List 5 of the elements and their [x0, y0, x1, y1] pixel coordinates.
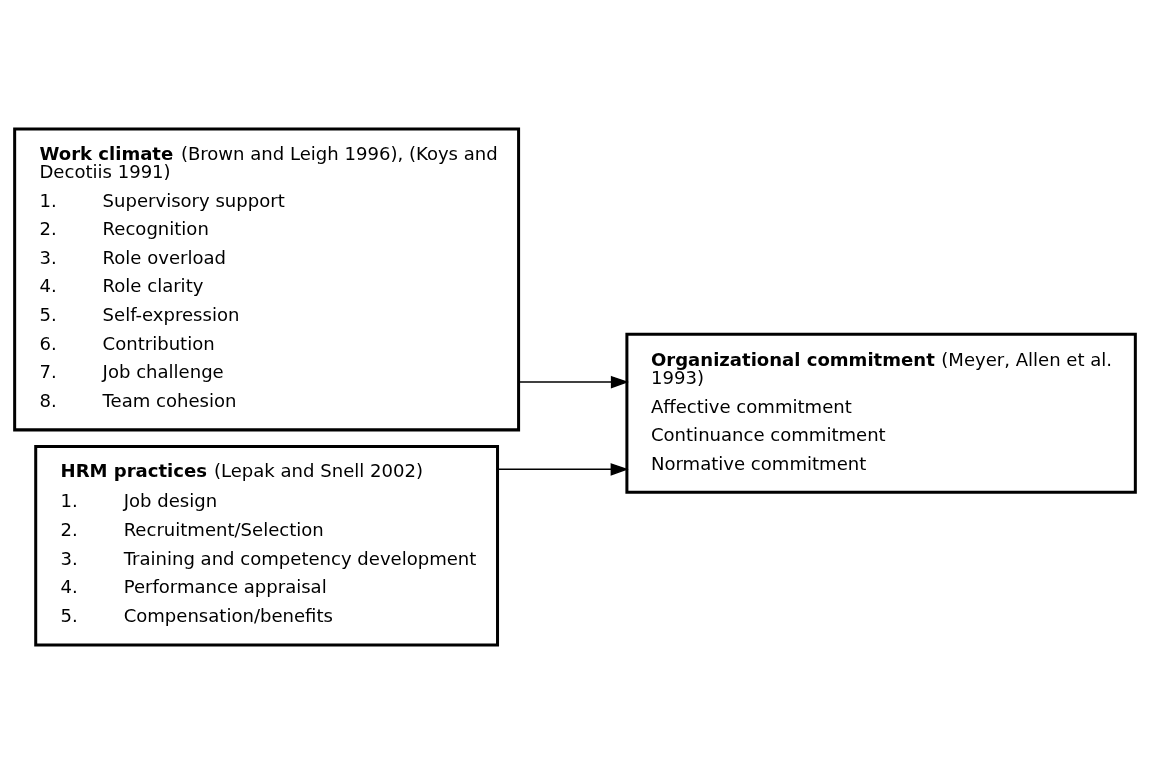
- arrow: [518, 375, 629, 388]
- node-box: HRM practices (Lepak and Snell 2002) 1. Job design 2. Recruitment/Selection 3. Training and competency development 4. Performance appraisal 5. Compensation/benefits: [34, 444, 500, 646]
- node-box: Work climate (Brown and Leigh 1996), (Koys and Decotiis 1991) 1. Supervisory support 2. Recognition 3. Role overload 4. Role clarity 5. Self-expression 6. Contribution 7. Job challenge 8. Team cohesion: [13, 127, 521, 431]
- node-box: Organizational commitment (Meyer, Allen et al. 1993) Affective commitment Continuance commitment Normative commitment: [625, 332, 1137, 494]
- arrow: [496, 462, 629, 476]
